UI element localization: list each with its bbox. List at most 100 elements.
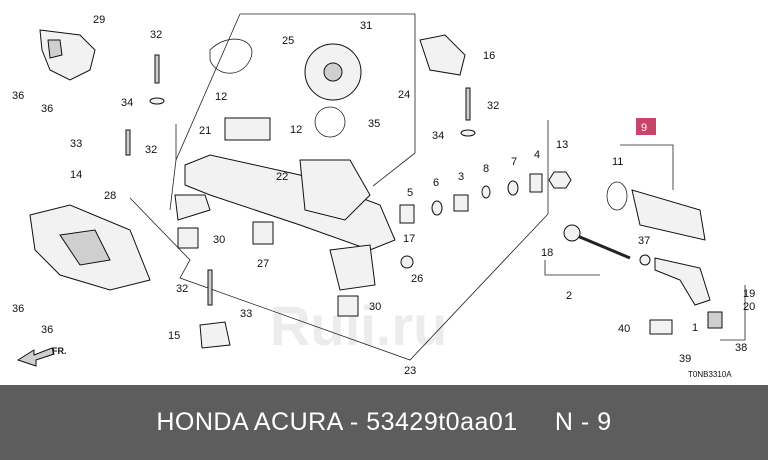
part-7-icon (507, 180, 519, 196)
callout-36: 36 (41, 324, 53, 336)
valve-body-icon (299, 159, 371, 221)
part-29-bracket-icon (39, 29, 96, 81)
front-arrow-icon (16, 347, 55, 367)
bracket-21-icon (224, 117, 271, 141)
callout-5: 5 (407, 187, 413, 199)
boot-9-icon (631, 189, 706, 241)
washer-34-right-icon (460, 129, 476, 137)
part-5-icon (399, 204, 415, 224)
highlight-box (636, 118, 656, 135)
footer-bar: HONDA ACURA - 53429t0aa01 N - 9 (0, 385, 768, 460)
highlight-label: 9 (641, 122, 647, 134)
callout-31: 31 (360, 20, 372, 32)
callout-26: 26 (411, 273, 423, 285)
mount-27-icon (252, 221, 274, 245)
rack-mount-right-icon (329, 244, 376, 291)
callout-16: 16 (483, 50, 495, 62)
callout-40: 40 (618, 323, 630, 335)
callout-33: 33 (70, 138, 82, 150)
assembly-outline-rack (169, 159, 177, 211)
footer-gap (518, 408, 555, 436)
cover-16-icon (419, 34, 466, 76)
callout-37: 37 (638, 235, 650, 247)
callout-21: 21 (199, 125, 211, 137)
rack-housing-icon (184, 154, 396, 251)
callout-11: 11 (612, 156, 623, 168)
callout-34: 34 (121, 97, 133, 109)
callout-group: 29 36 36 32 34 33 32 14 28 21 12 12 22 3… (12, 14, 755, 377)
mount-30-right-icon (337, 295, 359, 317)
callout-4: 4 (534, 149, 540, 161)
mount-30-left-icon (177, 227, 199, 249)
callout-line-18 (544, 260, 600, 276)
callout-30: 30 (369, 301, 381, 313)
drawing-code: T0NB3310A (688, 370, 732, 379)
footer-part-number: 53429t0aa01 (366, 408, 518, 436)
callout-33: 33 (240, 308, 252, 320)
callout-17: 17 (403, 233, 415, 245)
callout-6: 6 (433, 177, 439, 189)
o-ring-35-icon (314, 106, 346, 138)
callout-1: 1 (692, 322, 698, 334)
washer-34-icon (149, 97, 165, 105)
callout-27: 27 (257, 258, 269, 270)
callout-32: 32 (487, 100, 499, 112)
callout-39: 39 (679, 353, 691, 365)
callout-3: 3 (458, 171, 464, 183)
ball-joint-1-icon (707, 311, 723, 329)
footer-separator: - (342, 408, 367, 436)
callout-7: 7 (511, 156, 517, 168)
footer-ref-label: N - 9 (554, 408, 612, 436)
callout-12: 12 (215, 91, 227, 103)
callout-20: 20 (743, 301, 755, 313)
callout-14: 14 (70, 169, 82, 181)
bolt-32-top-icon (154, 54, 160, 84)
callout-29: 29 (93, 14, 105, 26)
callout-25: 25 (282, 35, 294, 47)
tie-rod-end-19-icon (654, 257, 711, 306)
direction-label: FR. (52, 346, 67, 356)
callout-30: 30 (213, 234, 225, 246)
boot-4-icon (529, 173, 543, 193)
washer-26-icon (400, 255, 414, 269)
rack-mount-left-icon (174, 194, 211, 221)
part-6-icon (431, 200, 443, 216)
callout-32: 32 (176, 283, 188, 295)
callout-36: 36 (41, 103, 53, 115)
callout-15: 15 (168, 330, 180, 342)
parts-diagram: Ruli.ru 9 (12, 13, 756, 379)
callout-34: 34 (432, 130, 444, 142)
callout-19: 19 (743, 288, 755, 300)
nut-13-icon (548, 171, 572, 189)
callout-18: 18 (541, 247, 553, 259)
callout-23: 23 (404, 365, 416, 377)
callout-line-19 (720, 285, 746, 341)
callout-32: 32 (150, 29, 162, 41)
callout-line-9 (620, 144, 674, 190)
part-28-shield-detail-icon (59, 229, 111, 266)
assembly-outline-upper (175, 13, 416, 187)
callout-38: 38 (735, 342, 747, 354)
tie-rod-inner-joint-icon (563, 224, 581, 242)
assembly-outline-lower (129, 120, 549, 361)
part-29-bracket-detail-icon (47, 39, 63, 59)
callout-22: 22 (276, 171, 288, 183)
callout-2: 2 (566, 290, 572, 302)
bolt-32-lower-icon (207, 269, 213, 306)
part-8-icon (481, 185, 491, 199)
clip-37-icon (639, 254, 651, 266)
harness-25-icon (209, 38, 253, 74)
callout-8: 8 (483, 163, 489, 175)
callout-36: 36 (12, 90, 24, 102)
callout-13: 13 (556, 139, 568, 151)
watermark: Ruli.ru (270, 294, 447, 357)
callout-32: 32 (145, 144, 157, 156)
mount-15-icon (199, 321, 231, 349)
footer-make: HONDA ACURA (156, 408, 343, 436)
bolt-32-right-icon (465, 87, 471, 121)
plate-40-icon (649, 319, 673, 335)
band-11-icon (606, 181, 628, 211)
spring-3-icon (453, 194, 469, 212)
callout-36: 36 (12, 303, 24, 315)
callout-28: 28 (104, 190, 116, 202)
